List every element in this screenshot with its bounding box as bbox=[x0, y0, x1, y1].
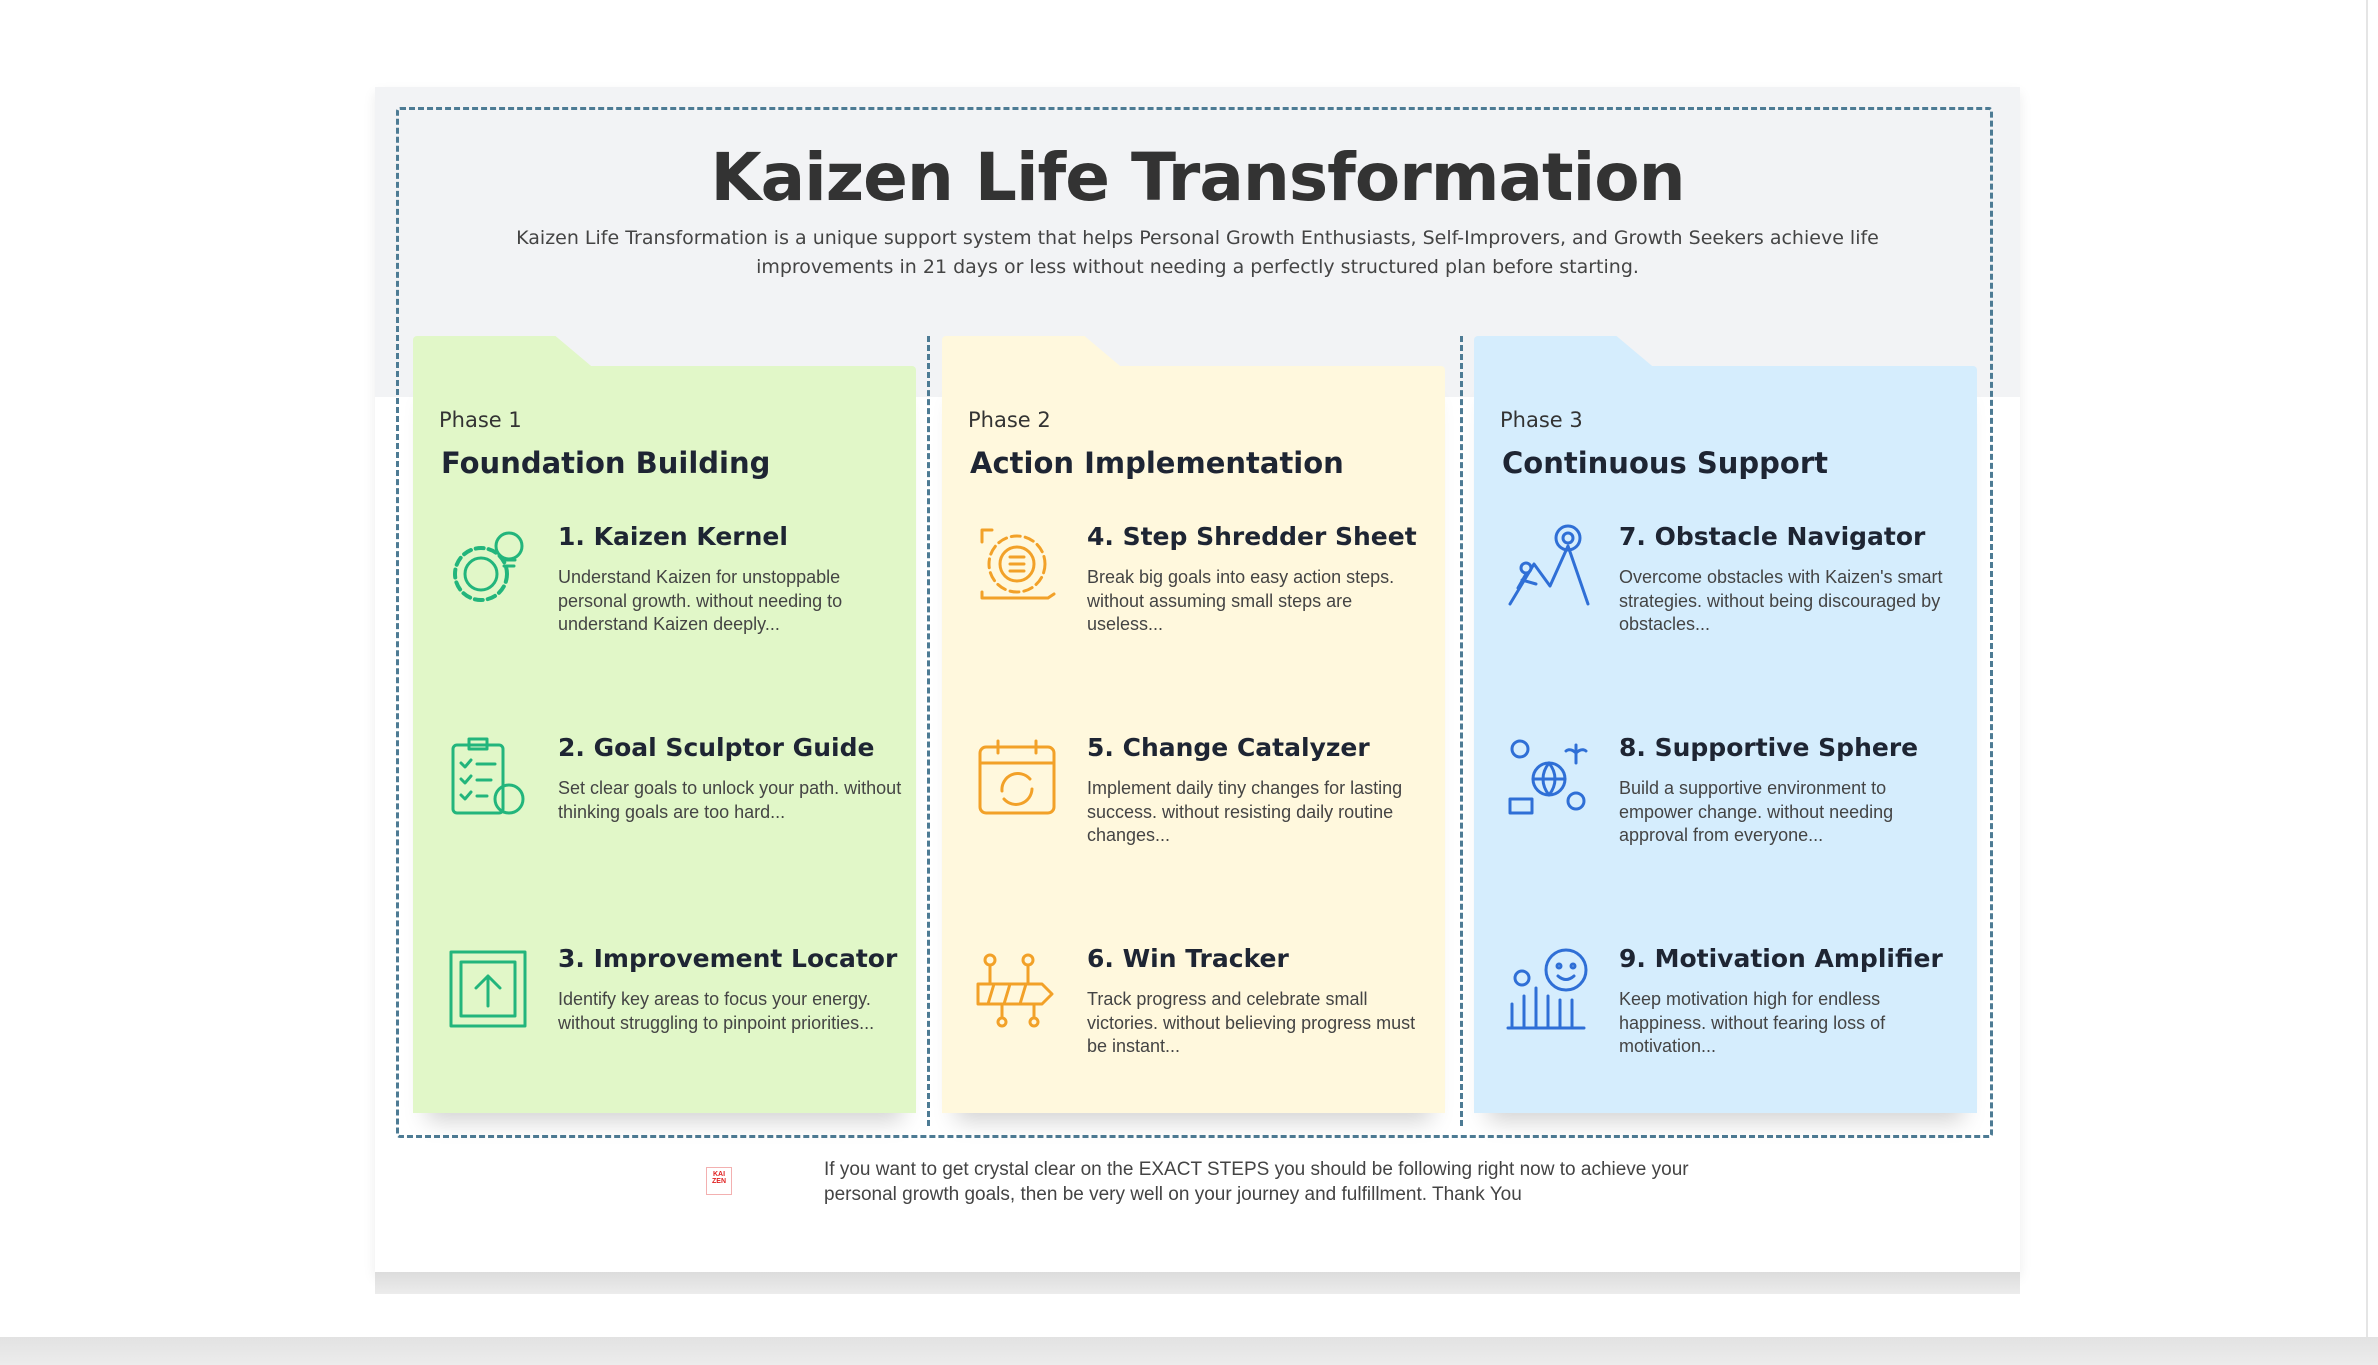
item-title: 3. Improvement Locator bbox=[558, 944, 898, 973]
phase-column-1: Phase 1 Foundation Building 1. Kaizen Ke… bbox=[413, 336, 916, 1113]
item-description: Overcome obstacles with Kaizen's smart s… bbox=[1619, 567, 1943, 634]
gear-lightbulb-icon bbox=[453, 531, 524, 602]
climber-target-icon bbox=[1508, 524, 1590, 606]
globe-people-icon bbox=[1508, 739, 1588, 815]
item-title: 5. Change Catalyzer bbox=[1087, 733, 1370, 762]
item-description: Identify key areas to focus your energy.… bbox=[558, 989, 875, 1033]
item-description: Set clear goals to unlock your path. wit… bbox=[558, 778, 902, 822]
maze-arrow-icon bbox=[449, 950, 527, 1028]
list-item: 2. Goal Sculptor Guide Set clear goals t… bbox=[443, 733, 903, 883]
list-item: 5. Change Catalyzer Implement daily tiny… bbox=[972, 733, 1432, 883]
phase-column-3: Phase 3 Continuous Support 7. Obstacle N… bbox=[1474, 336, 1977, 1113]
infographic-card: Kaizen Life Transformation Kaizen Life T… bbox=[375, 87, 2020, 1294]
phase-label: Phase 2 bbox=[968, 408, 1051, 432]
list-item: 6. Win Tracker Track progress and celebr… bbox=[972, 944, 1432, 1094]
header-background bbox=[375, 87, 2020, 397]
smile-growth-chart-icon bbox=[1506, 948, 1588, 1030]
item-title: 8. Supportive Sphere bbox=[1619, 733, 1919, 762]
page-title: Kaizen Life Transformation bbox=[710, 139, 1685, 216]
list-item: 7. Obstacle Navigator Overcome obstacles… bbox=[1504, 522, 1964, 672]
phase-column-2: Phase 2 Action Implementation 4. Step Sh… bbox=[942, 336, 1445, 1113]
page-subtitle: Kaizen Life Transformation is a unique s… bbox=[516, 227, 1879, 278]
clipboard-checklist-icon bbox=[451, 737, 525, 815]
phase-title: Foundation Building bbox=[441, 446, 771, 480]
phase-title: Action Implementation bbox=[970, 446, 1344, 480]
gear-list-icon bbox=[980, 528, 1056, 600]
item-description: Implement daily tiny changes for lasting… bbox=[1087, 778, 1403, 845]
page-bottom-band bbox=[0, 1337, 2378, 1365]
column-divider bbox=[1460, 336, 1463, 1126]
item-title: 9. Motivation Amplifier bbox=[1619, 944, 1943, 973]
calendar-cycle-icon bbox=[978, 739, 1056, 815]
phase-label: Phase 3 bbox=[1500, 408, 1583, 432]
progress-track-icon bbox=[976, 953, 1054, 1028]
list-item: 3. Improvement Locator Identify key area… bbox=[443, 944, 903, 1094]
dashed-border bbox=[396, 107, 1993, 1138]
phase-panel: Phase 3 Continuous Support 7. Obstacle N… bbox=[1474, 366, 1977, 1113]
column-divider bbox=[927, 336, 930, 1126]
phase-panel: Phase 2 Action Implementation 4. Step Sh… bbox=[942, 366, 1445, 1113]
item-title: 4. Step Shredder Sheet bbox=[1087, 522, 1417, 551]
list-item: 8. Supportive Sphere Build a supportive … bbox=[1504, 733, 1964, 883]
item-description: Keep motivation high for endless happine… bbox=[1619, 989, 1886, 1056]
list-item: 1. Kaizen Kernel Understand Kaizen for u… bbox=[443, 522, 903, 672]
phase-label: Phase 1 bbox=[439, 408, 522, 432]
item-description: Track progress and celebrate small victo… bbox=[1087, 989, 1416, 1056]
page-scroll-edge bbox=[2366, 0, 2378, 1340]
phase-panel: Phase 1 Foundation Building 1. Kaizen Ke… bbox=[413, 366, 916, 1113]
item-description: Understand Kaizen for unstoppable person… bbox=[558, 567, 843, 634]
item-description: Build a supportive environment to empowe… bbox=[1619, 778, 1894, 845]
list-item: 9. Motivation Amplifier Keep motivation … bbox=[1504, 944, 1964, 1094]
list-item: 4. Step Shredder Sheet Break big goals i… bbox=[972, 522, 1432, 672]
item-title: 6. Win Tracker bbox=[1087, 944, 1289, 973]
item-title: 7. Obstacle Navigator bbox=[1619, 522, 1926, 551]
item-description: Break big goals into easy action steps. … bbox=[1087, 567, 1395, 634]
card-footer-shadow bbox=[375, 1272, 2020, 1294]
phase-title: Continuous Support bbox=[1502, 446, 1829, 480]
item-title: 1. Kaizen Kernel bbox=[558, 522, 788, 551]
footer-text: If you want to get crystal clear on the … bbox=[824, 1159, 1689, 1205]
item-title: 2. Goal Sculptor Guide bbox=[558, 733, 875, 762]
